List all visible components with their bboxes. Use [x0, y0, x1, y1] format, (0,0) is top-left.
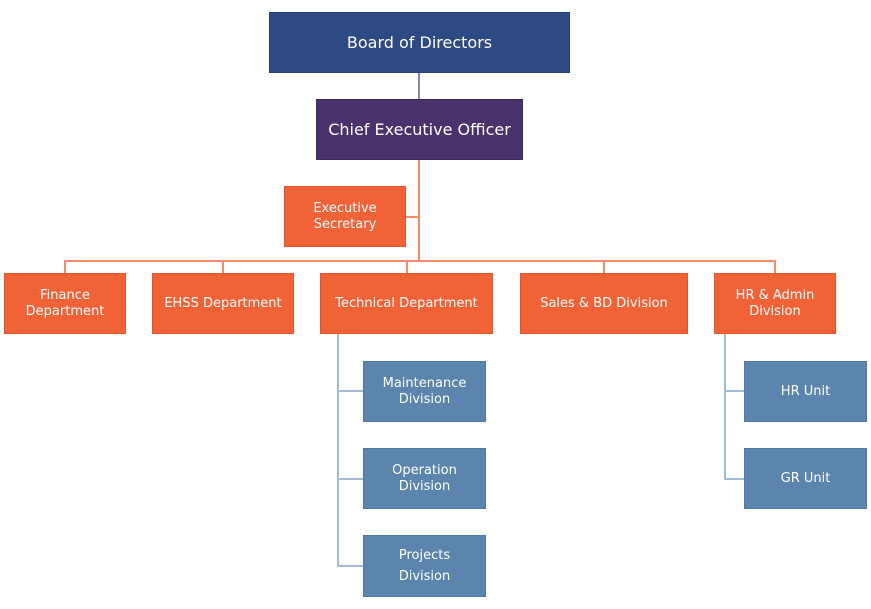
node-board-of-directors[interactable]: Board of Directors	[269, 12, 570, 73]
node-label: EHSS Department	[164, 295, 282, 311]
node-label: Finance Department	[25, 287, 105, 319]
connector-maintenance	[337, 390, 363, 392]
connector-sales	[603, 260, 605, 273]
connector-projects	[337, 565, 363, 567]
node-ceo[interactable]: Chief Executive Officer	[316, 99, 523, 160]
node-finance-department[interactable]: Finance Department	[4, 273, 126, 334]
node-label: Executive Secretary	[313, 200, 377, 232]
node-technical-department[interactable]: Technical Department	[320, 273, 493, 334]
connector-ceo-trunk	[418, 159, 420, 262]
connector-board-ceo	[418, 72, 420, 100]
node-label: Chief Executive Officer	[328, 119, 511, 139]
node-label: Board of Directors	[346, 32, 493, 52]
connector-hr-unit	[724, 390, 744, 392]
node-maintenance-division[interactable]: Maintenance Division	[363, 361, 486, 422]
connector-hr-admin	[774, 260, 776, 273]
connector-secretary	[406, 216, 418, 218]
node-label: Maintenance Division	[382, 375, 467, 407]
node-projects-division[interactable]: Projects Division	[363, 535, 486, 597]
node-label: HR Unit	[780, 383, 831, 399]
connector-hr-trunk	[724, 333, 726, 480]
node-label: Operation Division	[392, 462, 457, 494]
node-hr-unit[interactable]: HR Unit	[744, 361, 867, 422]
node-ehss-department[interactable]: EHSS Department	[152, 273, 294, 334]
node-label: Projects Division	[398, 548, 451, 584]
connector-departments-bus	[64, 260, 776, 262]
connector-technical-trunk	[337, 333, 339, 567]
connector-gr-unit	[724, 478, 744, 480]
node-executive-secretary[interactable]: Executive Secretary	[284, 186, 406, 247]
node-gr-unit[interactable]: GR Unit	[744, 448, 867, 509]
node-label: GR Unit	[780, 470, 831, 486]
node-label: HR & Admin Division	[735, 287, 815, 319]
node-operation-division[interactable]: Operation Division	[363, 448, 486, 509]
node-hr-admin-division[interactable]: HR & Admin Division	[714, 273, 836, 334]
connector-technical	[406, 260, 408, 273]
node-label: Technical Department	[335, 295, 478, 311]
node-sales-bd-division[interactable]: Sales & BD Division	[520, 273, 688, 334]
node-label: Sales & BD Division	[540, 295, 668, 311]
connector-operation	[337, 478, 363, 480]
connector-finance	[64, 260, 66, 273]
connector-ehss	[222, 260, 224, 273]
